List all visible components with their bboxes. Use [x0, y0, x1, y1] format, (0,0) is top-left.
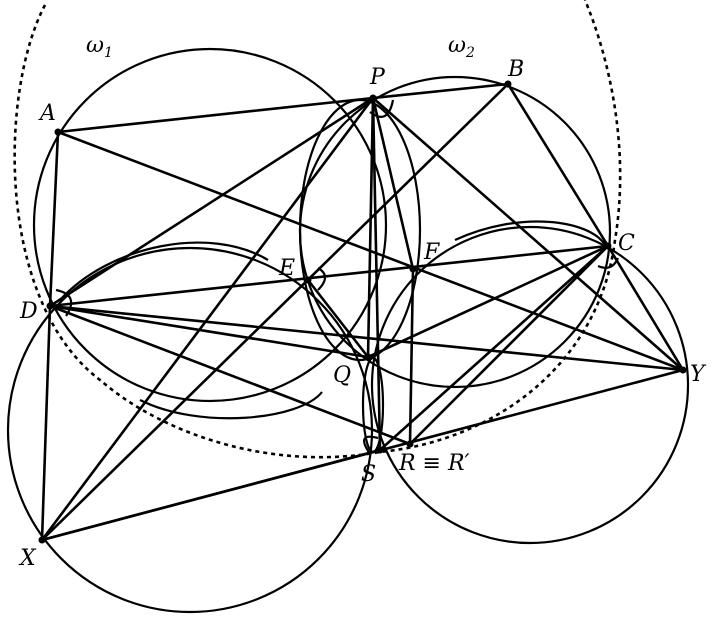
angle-mark-c: [597, 257, 620, 269]
segments-group: [40, 82, 685, 542]
point-x: [38, 536, 46, 544]
label-omega2-sub: 2: [465, 45, 475, 61]
point-r: [406, 440, 414, 448]
label-p: P: [369, 65, 386, 90]
label-a: A: [38, 101, 56, 126]
circle-omega1: [32, 47, 388, 403]
angle-mark-p: [369, 99, 395, 118]
segment-dq: [48, 304, 370, 359]
segment-ad: [48, 130, 60, 308]
segment-pf: [371, 96, 415, 271]
label-e: E: [278, 256, 295, 281]
angle-mark-e: [317, 267, 327, 291]
point-c: [604, 242, 612, 250]
segment-cy: [606, 244, 685, 372]
angle-mark-s: [363, 435, 379, 455]
point-b: [504, 80, 512, 88]
point-s: [376, 446, 384, 454]
label-x: X: [18, 546, 37, 571]
point-y: [679, 366, 687, 374]
label-b: B: [507, 57, 524, 82]
point-e: [304, 276, 312, 284]
segment-dx: [40, 304, 52, 542]
label-s: S: [361, 462, 376, 487]
segment-fr: [408, 267, 415, 446]
dashed-circle-group: [13, 0, 622, 459]
helper-arc-cf: [454, 220, 606, 246]
segment-dc: [48, 244, 610, 308]
points-group: [38, 80, 687, 544]
labels-group: ω1 ω2 A B P C D E F Q S X Y R ≡ R′: [18, 33, 707, 571]
angle-marks-group: [55, 99, 620, 455]
label-f: F: [423, 240, 440, 265]
segment-cq: [366, 244, 610, 359]
point-d: [46, 302, 54, 310]
segment-px: [40, 96, 375, 542]
segment-py: [371, 96, 685, 372]
point-a: [54, 128, 62, 136]
label-omega1: ω1: [86, 33, 113, 61]
segment-pd: [48, 96, 375, 308]
segment-dy: [48, 304, 685, 372]
label-omega1-sub: 1: [104, 45, 113, 61]
label-q: Q: [333, 363, 351, 388]
segment-bc: [506, 82, 610, 248]
segment-cr: [408, 244, 610, 446]
segment-pq: [366, 96, 375, 359]
segment-eq: [306, 278, 370, 359]
label-omega2: ω2: [448, 33, 475, 61]
dashed-circumcircle: [13, 0, 622, 459]
point-q: [364, 353, 372, 361]
label-omega2-main: ω: [448, 33, 466, 58]
label-d: D: [19, 299, 38, 324]
point-f: [409, 265, 417, 273]
segment-bx: [40, 82, 510, 542]
helper-arc-q: [139, 391, 323, 420]
label-c: C: [618, 231, 635, 256]
label-omega1-main: ω: [86, 33, 104, 58]
segment-ps: [371, 96, 382, 452]
segment-ap: [56, 96, 375, 134]
circle-cyr: [370, 225, 690, 545]
segment-dr: [48, 304, 412, 446]
helper-arc-de: [59, 241, 269, 301]
segment-pb: [371, 82, 510, 100]
label-r: R ≡ R′: [398, 451, 470, 476]
point-p: [369, 94, 377, 102]
segment-cs: [378, 244, 610, 452]
angle-mark-d: [55, 288, 73, 317]
label-y: Y: [690, 362, 707, 387]
circle-omega2: [298, 75, 612, 389]
segment-xy: [40, 368, 685, 542]
